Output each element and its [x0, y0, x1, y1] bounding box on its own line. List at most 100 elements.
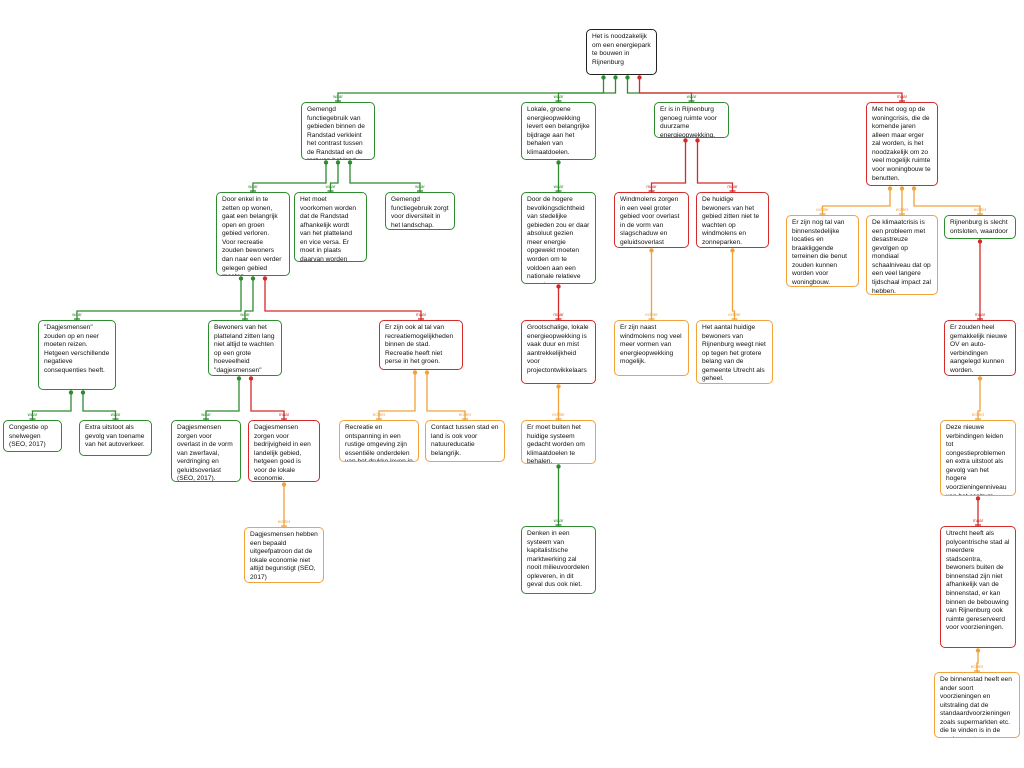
edge-n5-to-n1 [252, 162, 327, 192]
argument-node-n3[interactable]: Er is in Rijnenburg genoeg ruimte voor d… [654, 102, 729, 138]
argument-node-n27[interactable]: Er moet buiten het huidige systeem gedac… [521, 420, 596, 464]
edge-end-n3-to-root [625, 75, 630, 80]
argument-node-n8[interactable]: Door de hogere bevolkingsdichtheid van s… [521, 192, 596, 284]
edge-n15-to-n5 [244, 278, 254, 320]
edge-label-n11: echter [816, 207, 829, 212]
edge-label-n16: maar [415, 312, 427, 317]
argument-node-n26[interactable]: Contact tussen stad en land is ook voor … [425, 420, 505, 462]
argument-node-n29[interactable]: Dagjesmensen hebben een bepaald uitgeefp… [244, 527, 324, 583]
edge-label-n3: waar [686, 94, 697, 99]
edge-n13-to-n4 [913, 188, 981, 215]
argument-node-n23[interactable]: Dagjesmensen zorgen voor overlast in de … [171, 420, 241, 482]
edge-n21-to-n14 [31, 392, 72, 420]
edge-end-n27-to-n17 [556, 384, 561, 389]
edge-end-n25-to-n16 [412, 370, 418, 375]
edge-label-n13: echter [973, 207, 987, 212]
argument-node-n14[interactable]: "Dagjesmensen" zouden op en neer moeten … [38, 320, 116, 390]
edge-label-n21: waar [27, 412, 38, 417]
edge-end-n10-to-n3 [695, 138, 700, 143]
argument-node-n28[interactable]: Deze nieuwe verbindingen leiden tot cong… [940, 420, 1016, 496]
edge-label-n15: waar [240, 312, 250, 317]
argument-node-n17[interactable]: Grootschalige, lokale energieopwekking i… [521, 320, 596, 384]
edge-end-n11-to-n4 [887, 186, 893, 191]
edge-end-n4-to-root [637, 75, 642, 80]
edge-n16-to-n5 [264, 278, 422, 320]
edge-n10-to-n3 [696, 140, 734, 192]
edge-end-n28-to-n20 [977, 376, 983, 381]
edge-label-n1: waar [333, 94, 343, 99]
argument-node-n2[interactable]: Lokale, groene energieopwekking levert e… [521, 102, 596, 160]
edge-end-n19-to-n10 [730, 248, 735, 253]
edge-n7-to-n1 [349, 162, 421, 192]
edge-label-n14: waar [72, 312, 82, 317]
edge-label-n29: echter [277, 519, 291, 524]
edge-label-n25: echter [372, 412, 386, 417]
argument-node-n10[interactable]: De huidige bewoners van het gebied zitte… [696, 192, 769, 248]
edge-end-n14-to-n5 [238, 276, 244, 281]
edge-n26-to-n16 [426, 372, 466, 420]
argument-node-n6[interactable]: Het moet voorkomen worden dat de Randsta… [294, 192, 367, 262]
edge-n19-to-n10 [731, 250, 736, 320]
argument-node-n20[interactable]: Er zouden heel gemakkelijk nieuwe OV en … [944, 320, 1016, 376]
argument-node-n4[interactable]: Met het oog op de woningcrisis, die de k… [866, 102, 938, 186]
argument-node-n24[interactable]: Dagjesmensen zorgen voor bedrijvigheid i… [248, 420, 320, 482]
edge-label-n6: waar [325, 184, 336, 189]
edge-label-n2: waar [553, 94, 564, 99]
edge-end-n31-to-n28 [975, 496, 981, 501]
argument-node-n13[interactable]: Rijnenburg is slecht ontsloten, waardoor [944, 215, 1016, 239]
edge-label-n19: echter [728, 312, 741, 317]
edge-label-n20: maar [974, 312, 986, 317]
argument-node-n1[interactable]: Gemengd functiegebruik van gebieden binn… [301, 102, 375, 160]
edge-label-n24: maar [278, 412, 290, 417]
edge-end-n9-to-n3 [683, 138, 688, 143]
argument-node-n22[interactable]: Extra uitstoot als gevolg van toename va… [79, 420, 152, 456]
edge-label-n7: waar [415, 184, 425, 189]
argument-node-n32[interactable]: De binnenstad heeft een ander soort voor… [934, 672, 1020, 738]
argument-node-n16[interactable]: Er zijn ook al tal van recreatiemogelijk… [379, 320, 463, 370]
argument-node-n21[interactable]: Congestie op snelwegen (SEO, 2017) [3, 420, 62, 452]
argument-node-n18[interactable]: Er zijn naast windmolens nog veel meer v… [614, 320, 689, 376]
argument-node-n7[interactable]: Gemengd functiegebruik zorgt voor divers… [385, 192, 455, 230]
edge-n6-to-n1 [329, 162, 339, 192]
argument-node-n5[interactable]: Door enkel in te zetten op wonen, gaat e… [216, 192, 290, 276]
edge-end-n5-to-n1 [323, 160, 329, 165]
argument-node-n12[interactable]: De klimaatcrisis is een probleem met des… [866, 215, 938, 295]
edge-label-n9: maar [646, 184, 657, 189]
edge-end-n17-to-n8 [556, 284, 561, 289]
argument-node-n31[interactable]: Utrecht heeft als polycentrische stad al… [940, 526, 1016, 648]
edge-label-n18: echter [645, 312, 658, 317]
edge-end-n15-to-n5 [250, 276, 256, 281]
edge-end-n2-to-root [613, 75, 618, 80]
edge-label-n30: waar [553, 518, 564, 523]
edge-label-n32: echter [970, 664, 984, 669]
edge-n23-to-n15 [205, 378, 240, 420]
edge-label-n10: maar [727, 184, 738, 189]
argument-node-root[interactable]: Het is noodzakelijk om een energiepark t… [586, 29, 657, 75]
argument-node-n11[interactable]: Er zijn nog tal van binnenstedelijke loc… [786, 215, 859, 287]
edge-n4-to-root [638, 77, 903, 102]
edge-end-n16-to-n5 [262, 276, 268, 281]
edge-end-n6-to-n1 [335, 160, 341, 165]
edge-label-n8: waar [553, 184, 564, 189]
edge-end-n23-to-n15 [236, 376, 242, 381]
argument-node-n30[interactable]: Denken in een systeem van kapitalistisch… [521, 526, 596, 594]
edge-label-n28: echter [971, 412, 985, 417]
edge-end-n22-to-n14 [80, 390, 86, 395]
edge-label-n12: echter [895, 207, 909, 212]
edge-label-n4: maar [896, 94, 908, 99]
edge-n24-to-n15 [250, 378, 285, 420]
argument-node-n25[interactable]: Recreatie en ontspanning in een rustige … [339, 420, 419, 462]
edge-end-n7-to-n1 [347, 160, 353, 165]
edge-end-n29-to-n24 [281, 482, 287, 487]
argument-node-n9[interactable]: Windmolens zorgen in een veel groter geb… [614, 192, 689, 248]
edge-n9-to-n3 [650, 140, 687, 192]
edge-n22-to-n14 [82, 392, 117, 420]
edge-end-n20-to-n13 [977, 239, 983, 244]
edge-n11-to-n4 [821, 188, 891, 215]
argument-node-n15[interactable]: Bewoners van het platteland zitten lang … [208, 320, 282, 376]
edge-end-n8-to-n2 [556, 160, 561, 165]
argument-node-n19[interactable]: Het aantal huidige bewoners van Rijnenbu… [696, 320, 773, 384]
edge-label-n23: waar [201, 412, 211, 417]
edge-end-n12-to-n4 [899, 186, 905, 191]
